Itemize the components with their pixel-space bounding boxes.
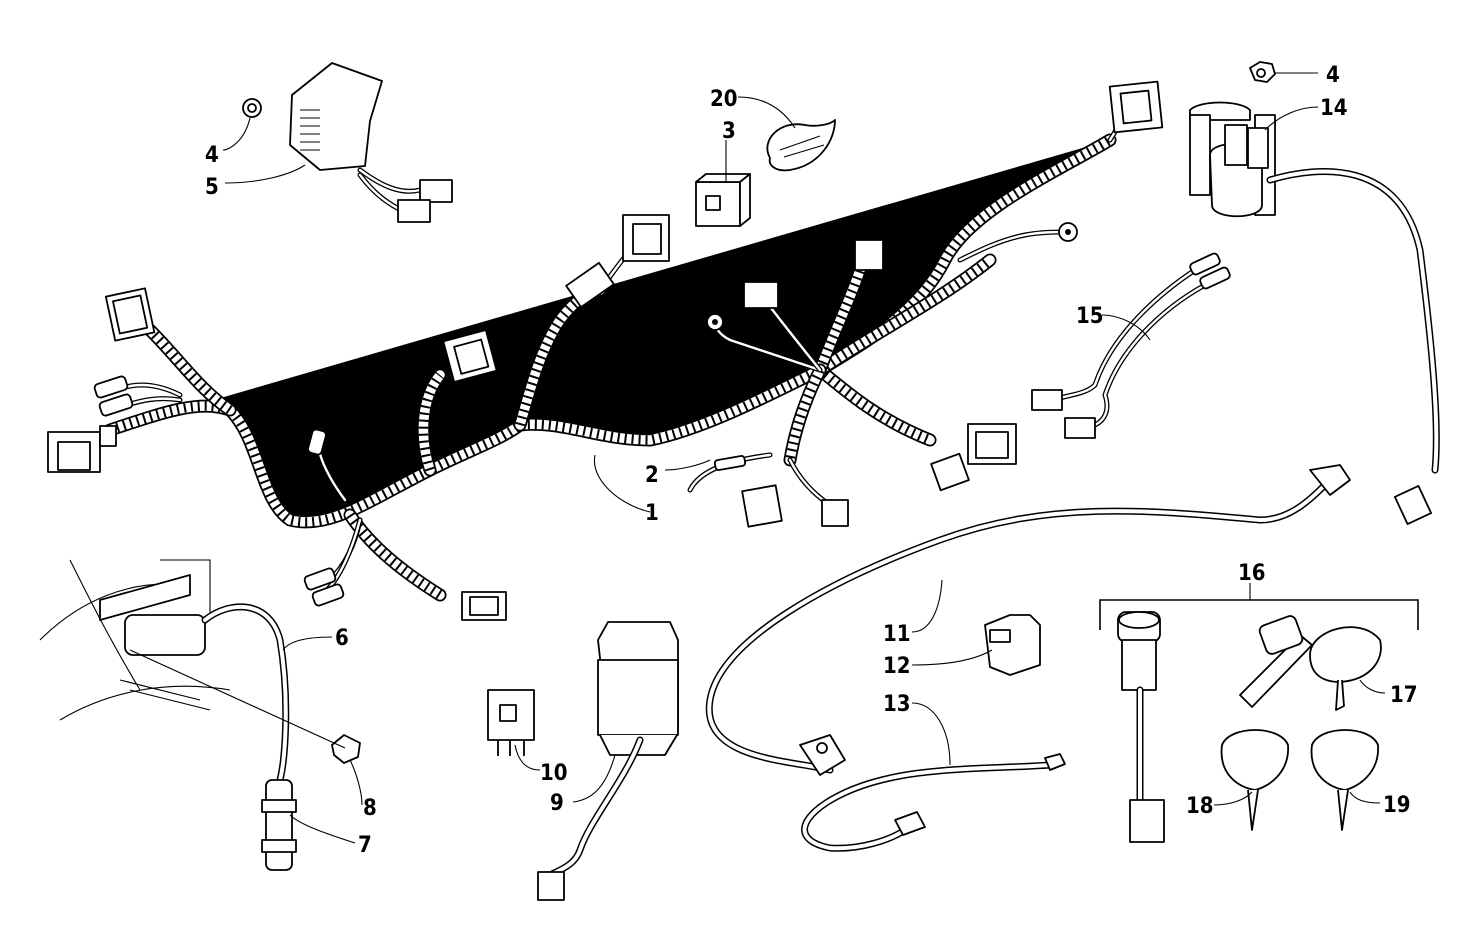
callout-7: 7: [358, 833, 372, 858]
harness-connector-upper-left: [104, 287, 156, 342]
callout-20: 20: [710, 87, 738, 112]
harness-bullet-terminals-lower: [303, 428, 345, 607]
pigtail-harness: [1031, 252, 1231, 439]
callout-9: 9: [550, 791, 564, 816]
harness-connector-top-center: [622, 214, 670, 262]
harness-connector-bottom-center: [741, 484, 849, 528]
bolt: [129, 649, 361, 764]
callout-16: 16: [1238, 561, 1266, 586]
sensor-bracket-assembly: [39, 559, 231, 721]
callout-15: 15: [1076, 304, 1104, 329]
relay: [695, 173, 751, 227]
harness-bullet-terminals-left: [93, 375, 134, 417]
nut-top-right: [1249, 61, 1276, 83]
voltage-regulator: [289, 62, 453, 223]
callout-4-left: 4: [205, 143, 219, 168]
callout-18: 18: [1186, 794, 1214, 819]
fuse-holder: [984, 614, 1041, 676]
harness-connector-left: [47, 425, 117, 473]
ground-cable: [801, 753, 1066, 852]
nut-small: [242, 98, 262, 118]
callout-17: 17: [1390, 683, 1418, 708]
callout-labels: 1 2 3 4 4 5 6 7 8 9 10 11 12 13 14 15 16…: [205, 63, 1418, 858]
battery-cable: [705, 464, 1351, 776]
fuse-link: [687, 452, 773, 493]
harness-connector-center-right: [706, 239, 884, 331]
callout-13: 13: [883, 692, 911, 717]
cdi-module: [537, 621, 679, 901]
starter-relay: [487, 689, 535, 756]
harness-connector-mid-upper: [442, 329, 498, 383]
key-with-fob: [1239, 615, 1382, 711]
callout-5: 5: [205, 175, 219, 200]
callout-3: 3: [722, 119, 736, 144]
key-blank-1: [1220, 729, 1289, 831]
key-switch: [1117, 611, 1165, 843]
harness-connector-right-lower: [930, 423, 1017, 492]
callout-12: 12: [883, 654, 911, 679]
callout-4-right: 4: [1326, 63, 1340, 88]
callout-10: 10: [540, 761, 568, 786]
harness-connector-top-right: [1108, 80, 1164, 134]
callout-14: 14: [1320, 96, 1348, 121]
speed-sensor: [201, 603, 297, 871]
ignition-switch: [1189, 101, 1440, 525]
leader-lines: [222, 72, 1386, 844]
callout-8: 8: [363, 796, 377, 821]
main-wiring-harness: [47, 80, 1164, 621]
key-set-bracket: [1099, 599, 1419, 630]
harness-ring-terminal: [1058, 222, 1078, 242]
key-blank-2: [1310, 729, 1379, 831]
callout-19: 19: [1383, 793, 1411, 818]
cable-tie: [766, 119, 836, 172]
callout-11: 11: [883, 622, 911, 647]
harness-connector-bottom-mid: [461, 591, 507, 621]
harness-inline-connector: [565, 261, 615, 309]
callout-6: 6: [335, 626, 349, 651]
callout-1: 1: [645, 501, 659, 526]
callout-2: 2: [645, 463, 659, 488]
